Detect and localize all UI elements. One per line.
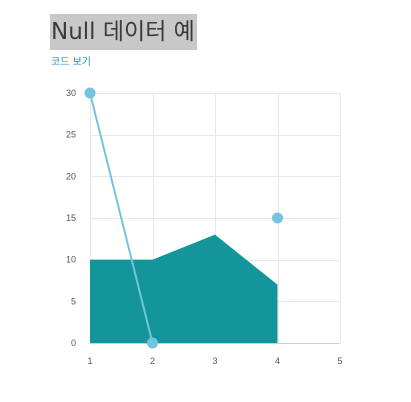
y-tick-label: 20 — [66, 171, 76, 181]
chart-series — [89, 92, 278, 344]
y-tick-label: 30 — [66, 88, 76, 98]
page-title: Null 데이터 예 — [50, 14, 197, 50]
line-point — [84, 87, 96, 99]
line-point — [272, 212, 283, 224]
x-tick-label: 5 — [337, 356, 342, 366]
x-tick-label: 2 — [150, 356, 155, 366]
view-code-link[interactable]: 코드 보기 — [51, 57, 91, 68]
y-tick-label: 25 — [66, 130, 76, 140]
chart-markers — [84, 87, 283, 349]
x-tick-label: 1 — [87, 356, 92, 366]
y-tick-label: 0 — [71, 338, 76, 348]
x-tick-label: 4 — [275, 356, 280, 366]
line-series — [89, 92, 154, 344]
x-tick-label: 3 — [212, 356, 217, 366]
chart-axes: 0 5 10 15 20 25 30 1 2 3 4 5 — [66, 88, 343, 366]
line-point — [147, 337, 158, 349]
area-series — [90, 234, 278, 343]
y-tick-label: 5 — [71, 296, 76, 306]
y-tick-label: 10 — [66, 255, 76, 265]
y-tick-label: 15 — [66, 213, 76, 223]
